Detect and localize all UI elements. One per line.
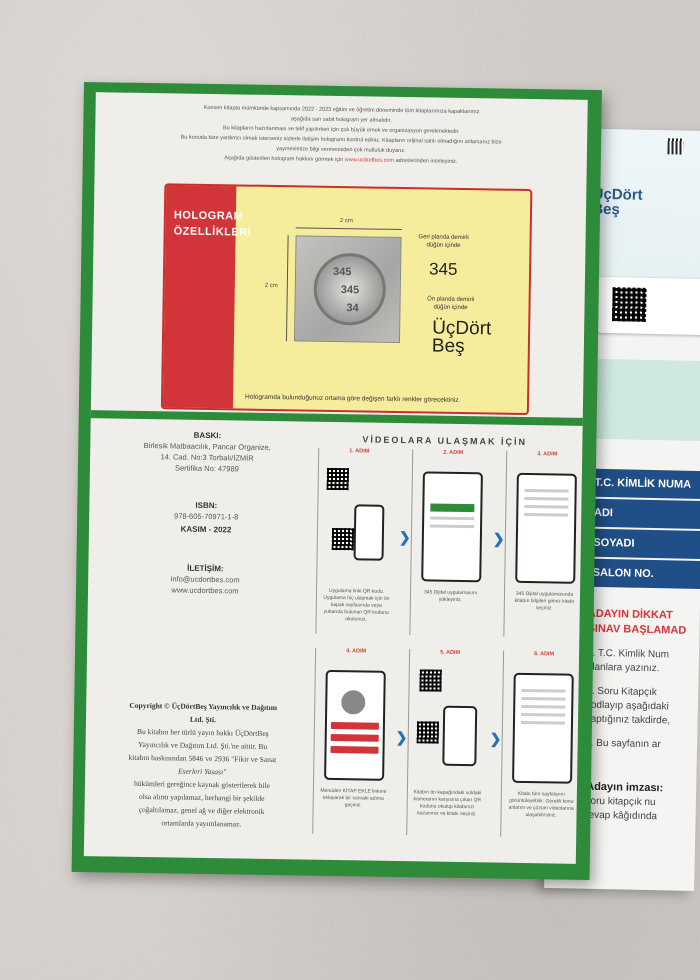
qr-code-icon [419,669,442,692]
phone-icon [515,472,577,584]
phone-icon [442,705,478,767]
step-5: 5. ADIM Kitabın ön kapağındaki soldaki k… [406,649,490,837]
phone-icon [324,669,386,781]
phone-icon [512,672,574,784]
video-steps: 1. ADIM Uygulama linki QR kodu. Uygulama… [312,447,587,838]
qr-code-icon [331,527,355,551]
video-access-title: VİDEOLARA ULAŞMAK İÇİN [362,434,528,448]
imprint-column: BASKI: Birlesik Matbaacılık, Pancar Orga… [98,426,311,859]
hologram-number: 345 [428,259,458,279]
isbn-info: ISBN: 978-605-70971-1-8 KASIM - 2022 [174,500,239,535]
qr-code-icon [611,287,647,322]
hologram-sticker: 345 345 34 [293,235,402,343]
hologram-panel: HOLOGRAM ÖZELLİKLERİ 2 cm 2 cm 345 345 3… [160,183,533,416]
hologram-notice: Konsen kitapta mümkünde kapsamında 2022 … [180,104,502,165]
qr-code-icon [326,467,349,491]
page-content: Konsen kitapta mümkünde kapsamında 2022 … [83,92,588,864]
hologram-title: HOLOGRAM ÖZELLİKLERİ [162,185,251,409]
phone-icon [353,504,385,561]
publisher-logo: ÜçDört Beş [431,317,492,358]
width-dimension-line [295,227,402,231]
step-2: 2. ADIM 345 Dijital uygulamasını yükleyi… [409,449,493,637]
contact-info: İLETİŞİM: info@ucdortbes.com www.ucdortb… [102,561,308,597]
height-dimension: 2 cm [264,282,278,290]
qr-code-icon [667,138,684,155]
qr-code-icon [416,721,439,744]
arrow-right-icon: ❯ [395,728,408,746]
logo-caption: Ön planda demirli düğün içinde [427,296,475,312]
arrow-right-icon: ❯ [489,730,502,747]
arrow-right-icon: ❯ [492,530,505,547]
website: www.ucdortbes.com [171,585,239,596]
print-info: BASKI: Birlesik Matbaacılık, Pancar Orga… [143,430,271,474]
booklet-page: Konsen kitapta mümkünde kapsamında 2022 … [71,82,602,881]
height-dimension-line [285,235,289,342]
avatar [341,690,366,715]
phone-icon [421,471,483,583]
hologram-footer: Hologramda bulunduğunuz ortama göre deği… [245,393,461,404]
step-6: 6. ADIM Kitabı tüm sayfalarını görüntüle… [500,650,584,838]
website-link: www.ucdortbes.com [344,157,395,164]
number-caption: Geri planda demirli düğün içinde [418,234,469,249]
arrow-right-icon: ❯ [398,529,411,546]
width-dimension: 2 cm [339,218,353,225]
copyright-notice: Copyright © ÜçDörtBeş Yayıncılık ve Dağı… [128,700,278,829]
hologram-seal: 345 345 34 [313,252,387,326]
step-1: 1. ADIM Uygulama linki QR kodu. Uygulama… [315,447,399,635]
qr-card [595,276,700,336]
step-3: 3. ADIM 345 Dijital uygulamasında kitabı… [503,450,587,638]
step-4: 4. ADIM Menüden KİTAP EKLE linkine tıkla… [312,647,396,835]
